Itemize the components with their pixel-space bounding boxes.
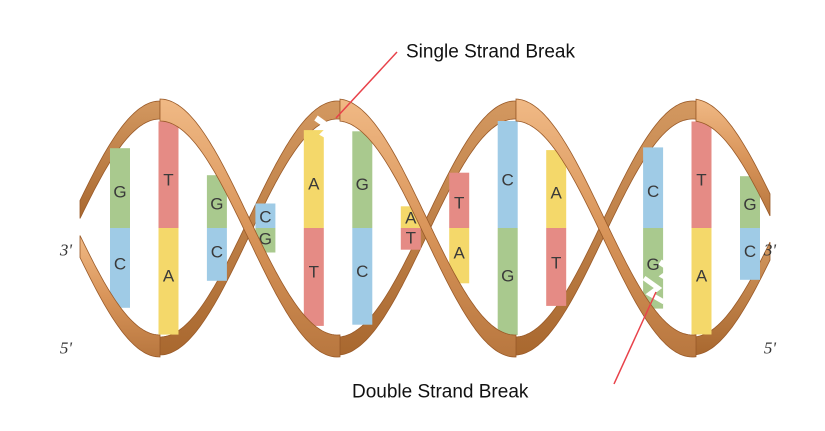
base-t-block (449, 172, 470, 228)
base-t-block (546, 228, 567, 306)
base-letter: C (647, 182, 659, 201)
backbone-a-segment (79, 235, 161, 358)
backbone-b-segment (515, 98, 697, 358)
base-letter: C (744, 242, 756, 261)
base-pair: GC (110, 148, 130, 308)
base-letter: A (696, 266, 708, 285)
backbone-strand-front (79, 98, 771, 358)
base-pair: CG (255, 203, 276, 253)
base-g-block (110, 148, 130, 228)
double-break-label: Double Strand Break (352, 382, 529, 403)
end-label-right-bottom: 5' (764, 339, 777, 358)
single-break-pointer-line (335, 51, 398, 119)
base-letter: T (406, 228, 416, 247)
base-a-block (546, 150, 567, 228)
base-letter: C (259, 208, 271, 227)
base-letter: G (646, 255, 659, 274)
double-break-pointer-line (613, 291, 657, 385)
base-g-block (206, 175, 227, 228)
base-a-block (303, 130, 324, 228)
base-c-block (352, 228, 373, 325)
backbone-b-segment (159, 98, 341, 358)
base-letter: G (210, 195, 223, 214)
base-t-block (400, 228, 421, 250)
base-a-block (691, 228, 712, 335)
backbone-a-segment (339, 98, 517, 358)
base-letter: G (356, 175, 369, 194)
base-pair: AT (303, 130, 324, 326)
base-letter: A (551, 184, 563, 203)
base-pair: TA (449, 172, 470, 284)
base-pair: GC (740, 176, 760, 280)
base-t-block (158, 121, 179, 228)
double-strand-break-callout: Double Strand Break (352, 291, 657, 403)
single-break-label: Single Strand Break (406, 42, 575, 63)
single-break-gap (314, 115, 340, 145)
base-letter: T (454, 194, 464, 213)
base-t-block (303, 228, 324, 326)
end-label-left-bottom: 5' (60, 339, 73, 358)
base-a-block (158, 228, 179, 335)
base-g-block (497, 228, 518, 335)
base-letter: G (113, 183, 126, 202)
base-letter: T (309, 263, 319, 282)
base-letter: T (163, 171, 173, 190)
base-a-block (449, 228, 470, 284)
base-letter: T (696, 171, 706, 190)
base-t-block (691, 121, 712, 228)
base-letter: G (743, 195, 756, 214)
end-label-right-top: 3' (763, 241, 777, 260)
base-pair: GC (352, 131, 373, 325)
base-c-block (497, 121, 518, 228)
single-strand-break-callout: Single Strand Break (335, 42, 575, 119)
base-c-block (206, 228, 227, 281)
base-pair: AT (546, 150, 567, 306)
end-label-left-top: 3' (59, 241, 73, 260)
double-break-gap-lower (642, 275, 666, 305)
base-pair: CG (497, 121, 518, 335)
base-letter: G (259, 230, 272, 249)
base-g-block (352, 131, 373, 228)
base-c-block (110, 228, 130, 308)
base-pair: GC (206, 175, 227, 281)
base-g-block (740, 176, 760, 228)
base-pair: TA (691, 121, 712, 335)
strand-breaks (314, 115, 680, 305)
backbone-a-segment (695, 98, 771, 217)
base-c-block (643, 147, 664, 228)
base-pair: TA (158, 121, 179, 335)
base-letter: T (551, 254, 561, 273)
base-c-block (255, 203, 276, 228)
base-letter: C (356, 262, 368, 281)
base-letter: A (454, 243, 466, 262)
base-letter: G (501, 267, 514, 286)
base-c-block (740, 228, 760, 280)
backbone-b-segment (695, 241, 771, 356)
base-letter: C (211, 242, 223, 261)
base-letter: A (308, 174, 320, 193)
base-letter: A (163, 267, 175, 286)
double-break-gap-upper (658, 259, 680, 287)
base-letter: C (114, 254, 126, 273)
base-letter: C (502, 170, 514, 189)
